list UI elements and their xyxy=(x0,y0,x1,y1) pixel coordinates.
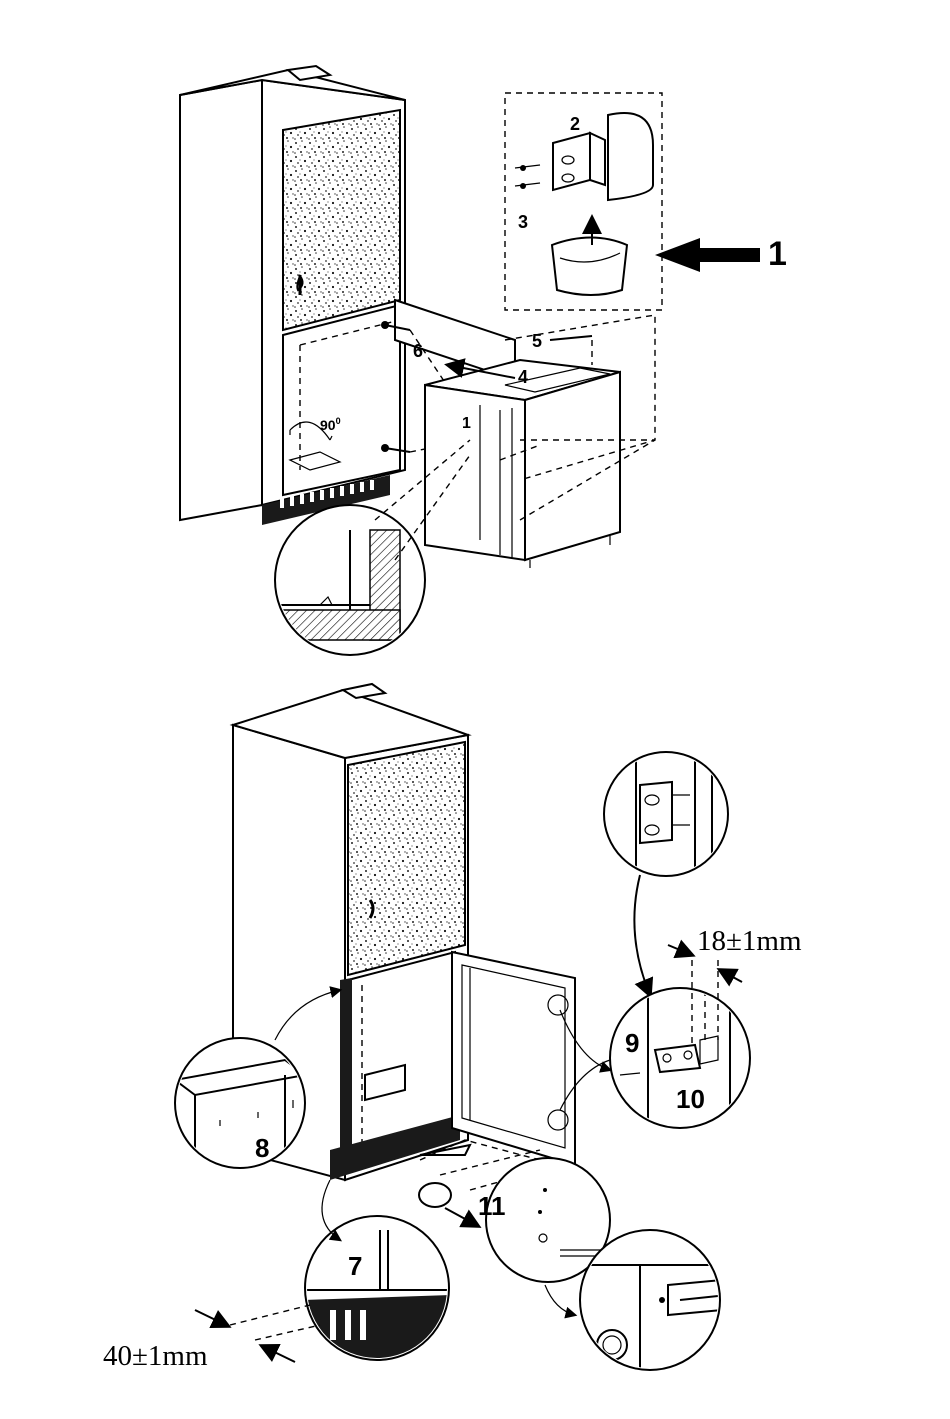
label-1-small: 1 xyxy=(462,415,471,432)
plinth-gap-dimension: 40±1mm xyxy=(103,1305,320,1372)
label-4: 4 xyxy=(518,367,528,387)
label-6: 6 xyxy=(413,341,423,361)
label-8: 8 xyxy=(255,1133,269,1163)
detail-foot xyxy=(580,1230,722,1370)
label-5: 5 xyxy=(532,331,542,351)
top-tall-cabinet xyxy=(180,66,405,525)
hinge-detail-top xyxy=(604,750,728,880)
label-3: 3 xyxy=(518,212,528,232)
label-1-big: 1 xyxy=(768,235,787,273)
top-illustration: 2 3 1 5 6 4 1 900 xyxy=(180,66,787,655)
top-big-arrow xyxy=(655,238,760,272)
label-10: 10 xyxy=(676,1084,705,1114)
label-7: 7 xyxy=(348,1251,362,1281)
label-2: 2 xyxy=(570,114,580,134)
door-gap-label: 18±1mm xyxy=(697,925,802,957)
detail-8 xyxy=(175,1038,305,1170)
top-screw-5 xyxy=(550,336,592,340)
hinge-connector-arrow xyxy=(634,875,650,995)
label-11: 11 xyxy=(478,1191,506,1221)
top-accessory-box xyxy=(505,93,662,310)
bottom-illustration: 18±1mm xyxy=(103,684,802,1372)
detail-7 xyxy=(305,1216,450,1365)
plinth-gap-label: 40±1mm xyxy=(103,1340,208,1372)
label-9: 9 xyxy=(625,1028,639,1058)
